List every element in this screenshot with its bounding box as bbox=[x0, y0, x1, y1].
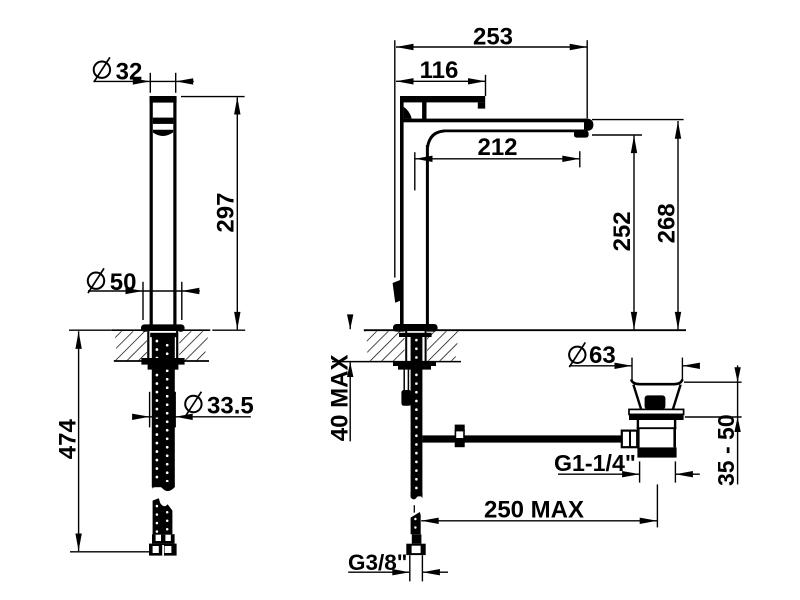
svg-text:35 - 50: 35 - 50 bbox=[713, 414, 739, 486]
svg-text:474: 474 bbox=[55, 419, 82, 460]
svg-text:250 MAX: 250 MAX bbox=[484, 496, 584, 523]
svg-text:40 MAX: 40 MAX bbox=[327, 354, 354, 441]
svg-text:116: 116 bbox=[420, 57, 459, 84]
svg-text:63: 63 bbox=[589, 342, 616, 369]
svg-text:253: 253 bbox=[473, 23, 513, 50]
svg-text:297: 297 bbox=[213, 193, 240, 233]
svg-text:252: 252 bbox=[609, 211, 636, 251]
svg-text:33.5: 33.5 bbox=[207, 392, 254, 419]
svg-text:268: 268 bbox=[653, 203, 680, 243]
svg-text:212: 212 bbox=[477, 134, 517, 161]
